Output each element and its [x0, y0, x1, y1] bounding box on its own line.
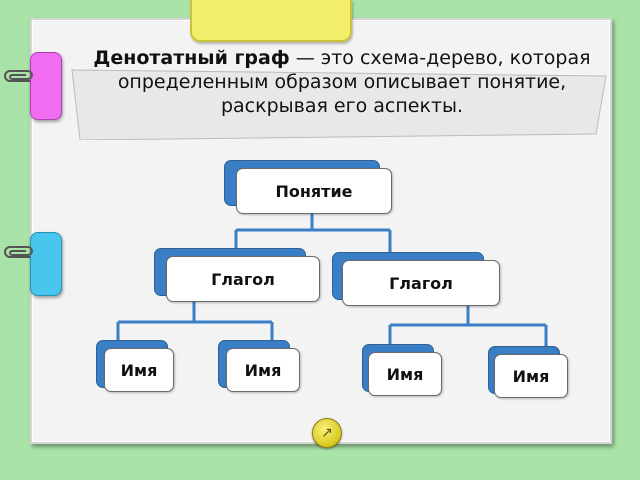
paperclip-icon: [4, 246, 33, 258]
definition-term: Денотатный граф: [93, 47, 290, 69]
definition-text: Денотатный граф — это схема-дерево, кото…: [62, 46, 622, 118]
node-label: Имя: [494, 354, 568, 398]
node-label: Глагол: [166, 256, 320, 302]
paperclip-icon: [4, 70, 33, 82]
sticky-note-top: [190, 0, 352, 42]
definition-rest: — это схема-дерево, которая определенным…: [117, 47, 591, 117]
node-label: Имя: [368, 352, 442, 396]
node-label: Глагол: [342, 260, 500, 306]
definition-banner: [71, 69, 607, 140]
pink-tab: [30, 52, 62, 120]
node-label: Имя: [104, 348, 174, 392]
next-slide-icon[interactable]: ↗: [312, 418, 342, 448]
node-label: Понятие: [236, 168, 392, 214]
blue-tab: [30, 232, 62, 296]
node-label: Имя: [226, 348, 300, 392]
